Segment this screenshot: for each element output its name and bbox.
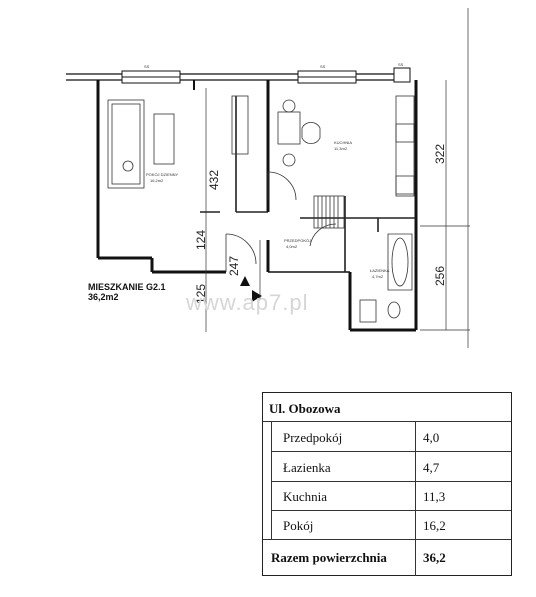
floor-plan: SS SS SS <box>66 8 470 348</box>
dimension-124: 124 <box>194 230 208 250</box>
dimension-lines <box>205 8 470 348</box>
unit-area: 36,2m2 <box>88 292 119 302</box>
kitchen-furniture <box>277 95 415 229</box>
unit-name: MIESZKANIE G2.1 <box>88 282 166 292</box>
table-total-label: Razem powierzchnia <box>271 550 387 565</box>
area-table: Ul. Obozowa Przedpokój 4,0 Łazienka 4,7 … <box>262 392 512 576</box>
outer-walls <box>66 73 418 332</box>
table-row-label: Pokój <box>283 518 314 533</box>
room-name-kitchen: KUCHNIA <box>334 140 352 145</box>
table-divider <box>271 510 511 511</box>
dimension-322: 322 <box>433 144 447 164</box>
watermark: www.ap7.pl <box>185 290 309 315</box>
window-mark-1: SS <box>144 64 150 69</box>
dimension-247: 247 <box>227 256 241 276</box>
table-row-value: 16,2 <box>423 518 446 533</box>
table-row-value: 4,0 <box>423 430 440 445</box>
table-row-label: Łazienka <box>283 460 331 475</box>
entrance-arrow-icon <box>240 276 262 302</box>
room-name-hall: PRZEDPOKÓJ <box>284 238 311 243</box>
room-area-bathroom: 4,7m2 <box>372 274 384 279</box>
table-divider <box>263 421 511 422</box>
window-mark-2: SS <box>320 64 326 69</box>
table-row-value: 4,7 <box>423 460 440 475</box>
room-area-living: 16,2m2 <box>150 178 164 183</box>
table-divider <box>271 451 511 452</box>
table-row-label: Przedpokój <box>283 430 343 445</box>
windows <box>121 67 411 84</box>
window-mark-3: SS <box>398 62 404 67</box>
table-row-value: 11,3 <box>423 489 446 504</box>
dimension-256: 256 <box>433 266 447 286</box>
dimension-432: 432 <box>207 170 221 190</box>
bathroom-fixtures <box>359 233 413 323</box>
table-divider <box>263 539 511 540</box>
doors <box>225 171 337 272</box>
table-divider <box>415 421 416 576</box>
table-total-value: 36,2 <box>423 550 446 565</box>
room-name-living: POKÓJ DZIENNY <box>146 172 179 177</box>
room-area-kitchen: 11,3m2 <box>334 146 348 151</box>
dimension-125: 125 <box>194 284 208 304</box>
room-area-hall: 4,0m2 <box>286 244 298 249</box>
table-row-label: Kuchnia <box>283 489 328 504</box>
living-room-furniture <box>107 95 249 189</box>
room-name-bathroom: ŁAZIENKA <box>370 268 390 273</box>
table-title: Ul. Obozowa <box>269 401 341 416</box>
table-divider <box>271 421 272 539</box>
table-divider <box>271 481 511 482</box>
